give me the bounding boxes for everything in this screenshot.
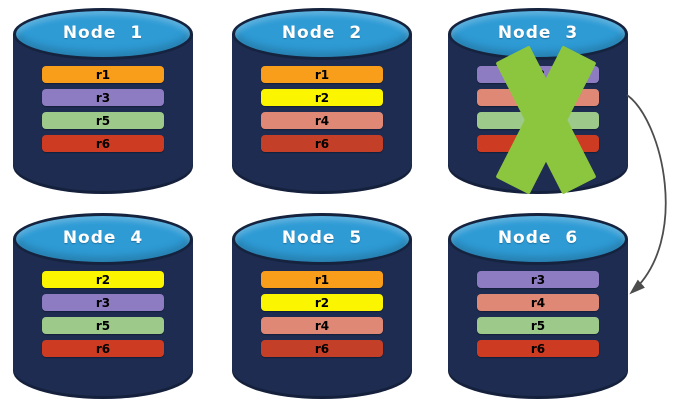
node-1: Node 1 r1 r3 r5 r6 [13,8,193,194]
replica-bar-label: r5 [95,318,111,333]
replica-bar: r6 [261,340,383,357]
replica-bar: r5 [42,112,164,129]
replica-bar: r5 [477,317,599,334]
replica-bar-label: r5 [95,113,111,128]
node-3: Node 3 r3 [448,8,628,195]
replica-bar-label: r3 [95,295,111,310]
node-2: Node 2 r1 r2 r4 r6 [232,8,412,194]
replica-bar-label: r6 [95,341,111,356]
replica-bar: r1 [42,66,164,83]
replica-bar: r6 [42,135,164,152]
replica-bar: r3 [42,294,164,311]
replica-bar: r3 [42,89,164,106]
replica-bar-label: r3 [95,90,111,105]
node-1-title: Node 1 [62,23,144,43]
node-2-header: Node 2 [232,8,412,60]
node-5-title: Node 5 [281,228,363,248]
replica-bar-label: r6 [95,136,111,151]
node-4-header: Node 4 [13,213,193,265]
replica-bar-label: r4 [530,295,546,310]
node-6-title: Node 6 [497,228,579,248]
node-4-title: Node 4 [62,228,144,248]
replica-bar: r3 [477,271,599,288]
replica-bar-label: r6 [314,136,330,151]
replica-bar: r6 [477,340,599,357]
replica-bar-label: r6 [314,341,330,356]
replica-bar: r2 [261,294,383,311]
node-2-title: Node 2 [281,23,363,43]
node-5-header: Node 5 [232,213,412,265]
replica-bar: r3 [477,66,599,83]
replica-bar-label: r2 [95,272,111,287]
node-4: Node 4 r2 r3 r5 r6 [13,213,193,399]
replica-bar: r5 [42,317,164,334]
replica-bar [477,112,599,129]
replica-bar-label: r1 [314,272,330,287]
node-3-header: Node 3 [448,8,628,60]
replica-bar: r1 [261,66,383,83]
replica-bar: r4 [261,317,383,334]
replica-bar-label: r2 [314,295,330,310]
node-1-header: Node 1 [13,8,193,60]
node-4-replica-list: r2 r3 r5 r6 [13,271,193,357]
replica-bar: r2 [261,89,383,106]
node-3-title: Node 3 [497,23,579,43]
replica-bar-label: r3 [530,272,546,287]
replica-bar-label: r1 [95,67,111,82]
node-2-replica-list: r1 r2 r4 r6 [232,66,412,152]
replica-bar: r6 [261,135,383,152]
replica-bar: r4 [477,294,599,311]
replica-bar [477,135,599,152]
node-6-replica-list: r3 r4 r5 r6 [448,271,628,357]
replica-bar-label: r1 [314,67,330,82]
node-6: Node 6 r3 r4 r5 r6 [448,213,628,399]
node-5-replica-list: r1 r2 r4 r6 [232,271,412,357]
replica-bar-label: r6 [530,341,546,356]
replica-bar: r1 [261,271,383,288]
node-1-replica-list: r1 r3 r5 r6 [13,66,193,152]
replica-bar-label: r4 [314,318,330,333]
replica-bar: r2 [42,271,164,288]
replica-bar-label: r5 [530,318,546,333]
node-6-header: Node 6 [448,213,628,265]
replica-bar-label: r4 [314,113,330,128]
replica-bar: r4 [261,112,383,129]
replica-bar [477,89,599,106]
node-3-replica-list: r3 [448,66,628,152]
node-5: Node 5 r1 r2 r4 r6 [232,213,412,399]
replica-bar-label: r3 [530,67,546,82]
replica-bar: r6 [42,340,164,357]
replica-bar-label: r2 [314,90,330,105]
